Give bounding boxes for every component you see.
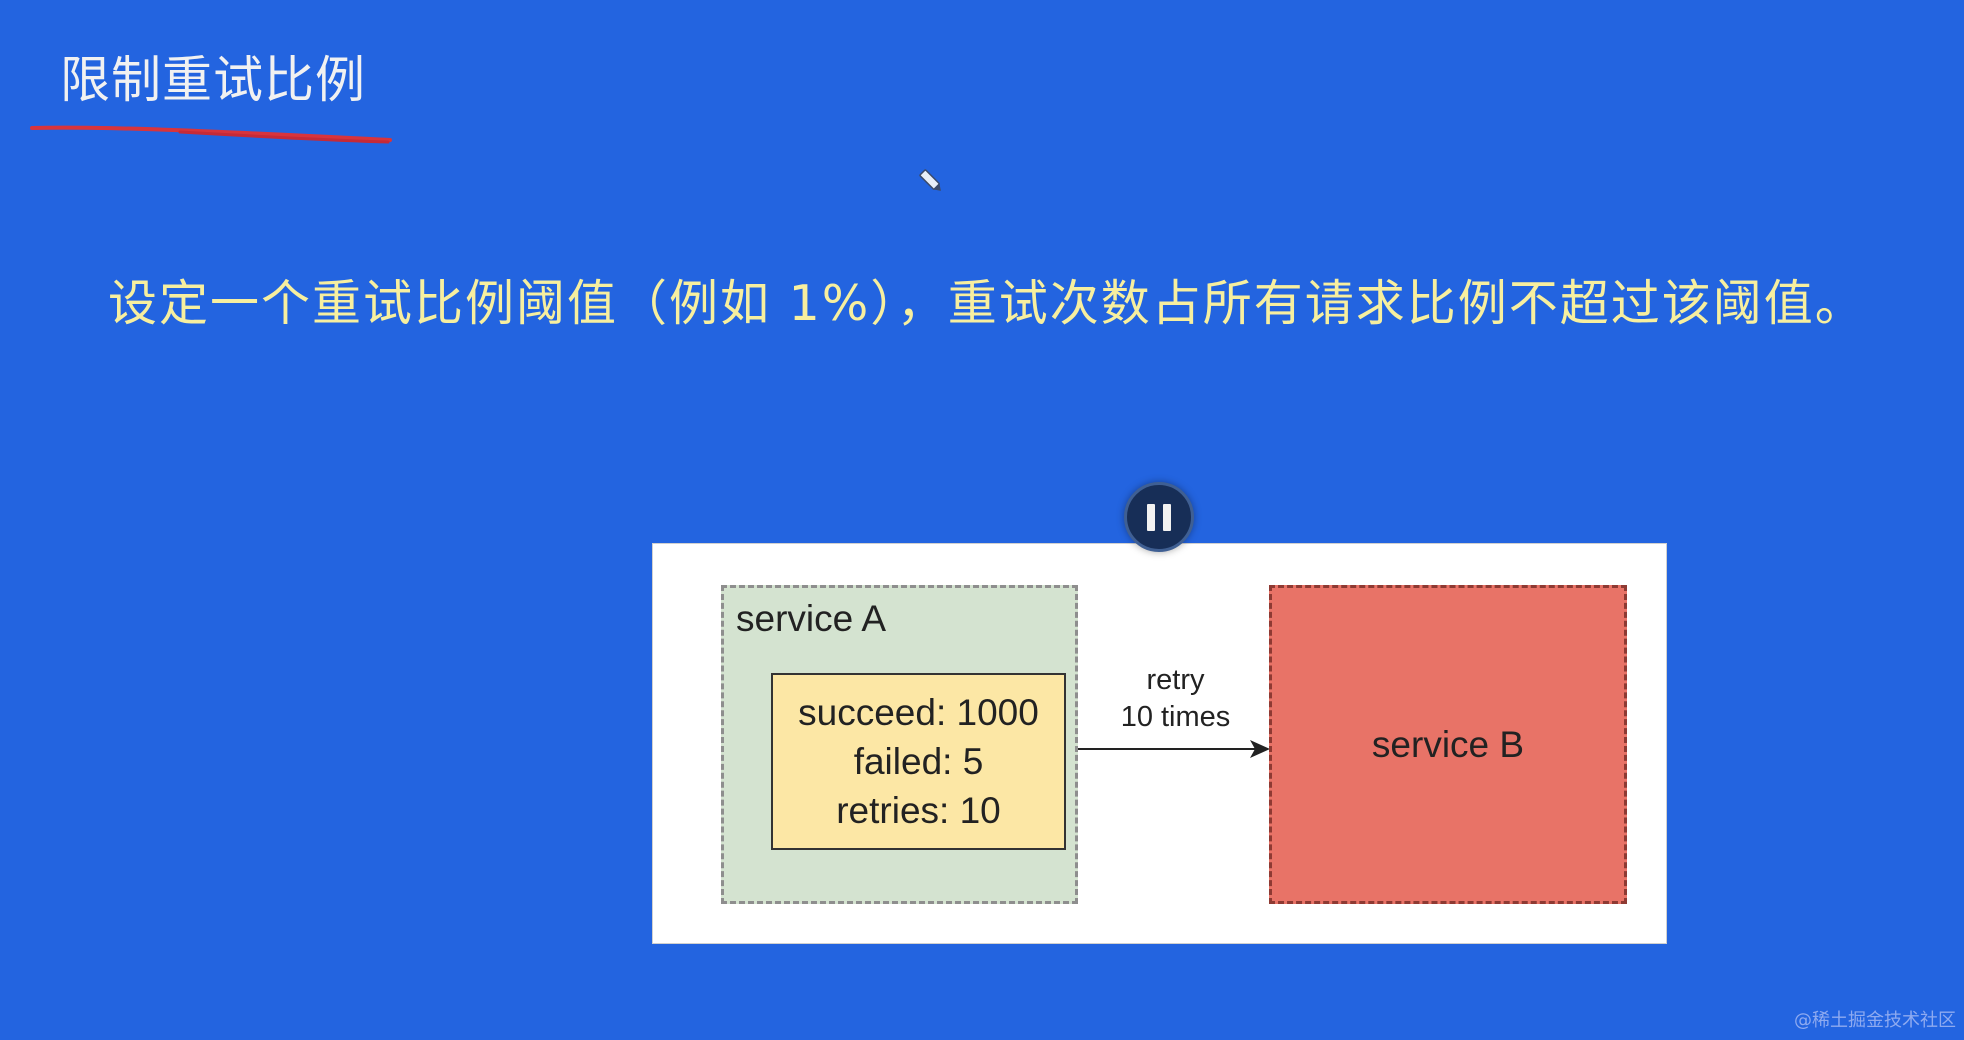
- pause-icon-bar-right: [1163, 503, 1171, 531]
- service-b-container: service B: [1269, 585, 1627, 904]
- service-a-label: service A: [736, 598, 887, 639]
- arrow-label-line2: 10 times: [1120, 701, 1231, 733]
- slide-body-text: 设定一个重试比例阈值（例如 1%），重试次数占所有请求比例不超过该阈值。: [108, 275, 1866, 332]
- failed-count: failed: 5: [853, 741, 984, 782]
- watermark: @稀土掘金技术社区: [1794, 1010, 1956, 1031]
- request-stats-box: succeed: 1000 failed: 5 retries: 10: [771, 673, 1066, 850]
- pause-icon-bar-left: [1147, 503, 1155, 531]
- service-b-label: service B: [1371, 723, 1525, 765]
- slide-title: 限制重试比例: [60, 51, 366, 109]
- pen-cursor-icon: [919, 169, 941, 191]
- pause-button[interactable]: [1124, 482, 1194, 552]
- arrow-label: retry 10 times: [1093, 662, 1258, 736]
- succeed-count: succeed: 1000: [798, 692, 1039, 733]
- retry-diagram: service A succeed: 1000 failed: 5 retrie…: [652, 543, 1667, 944]
- title-underline-annotation: [30, 125, 392, 144]
- arrow-label-line1: retry: [1146, 664, 1205, 696]
- retry-arrow: [1078, 740, 1270, 758]
- retries-count: retries: 10: [836, 790, 1001, 831]
